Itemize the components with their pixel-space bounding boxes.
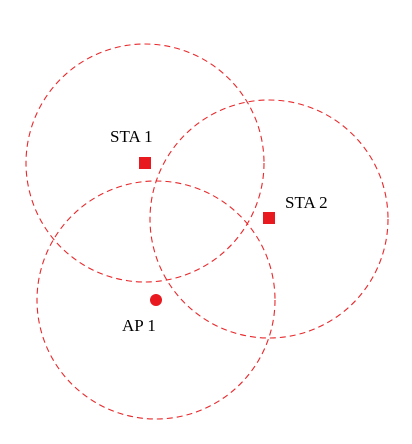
- ap1-circle-marker: [150, 294, 162, 306]
- sta1-label: STA 1: [110, 127, 153, 146]
- sta1-range-circle: [25, 43, 265, 283]
- node-ap1: AP 1: [122, 294, 162, 335]
- node-sta1: STA 1: [110, 127, 153, 169]
- node-sta2: STA 2: [263, 193, 328, 224]
- sta2-range-circle: [149, 99, 389, 339]
- sta2-label: STA 2: [285, 193, 328, 212]
- ap1-label: AP 1: [122, 316, 156, 335]
- ap1-range-circle: [36, 180, 276, 420]
- sta1-square-marker: [139, 157, 151, 169]
- sta2-square-marker: [263, 212, 275, 224]
